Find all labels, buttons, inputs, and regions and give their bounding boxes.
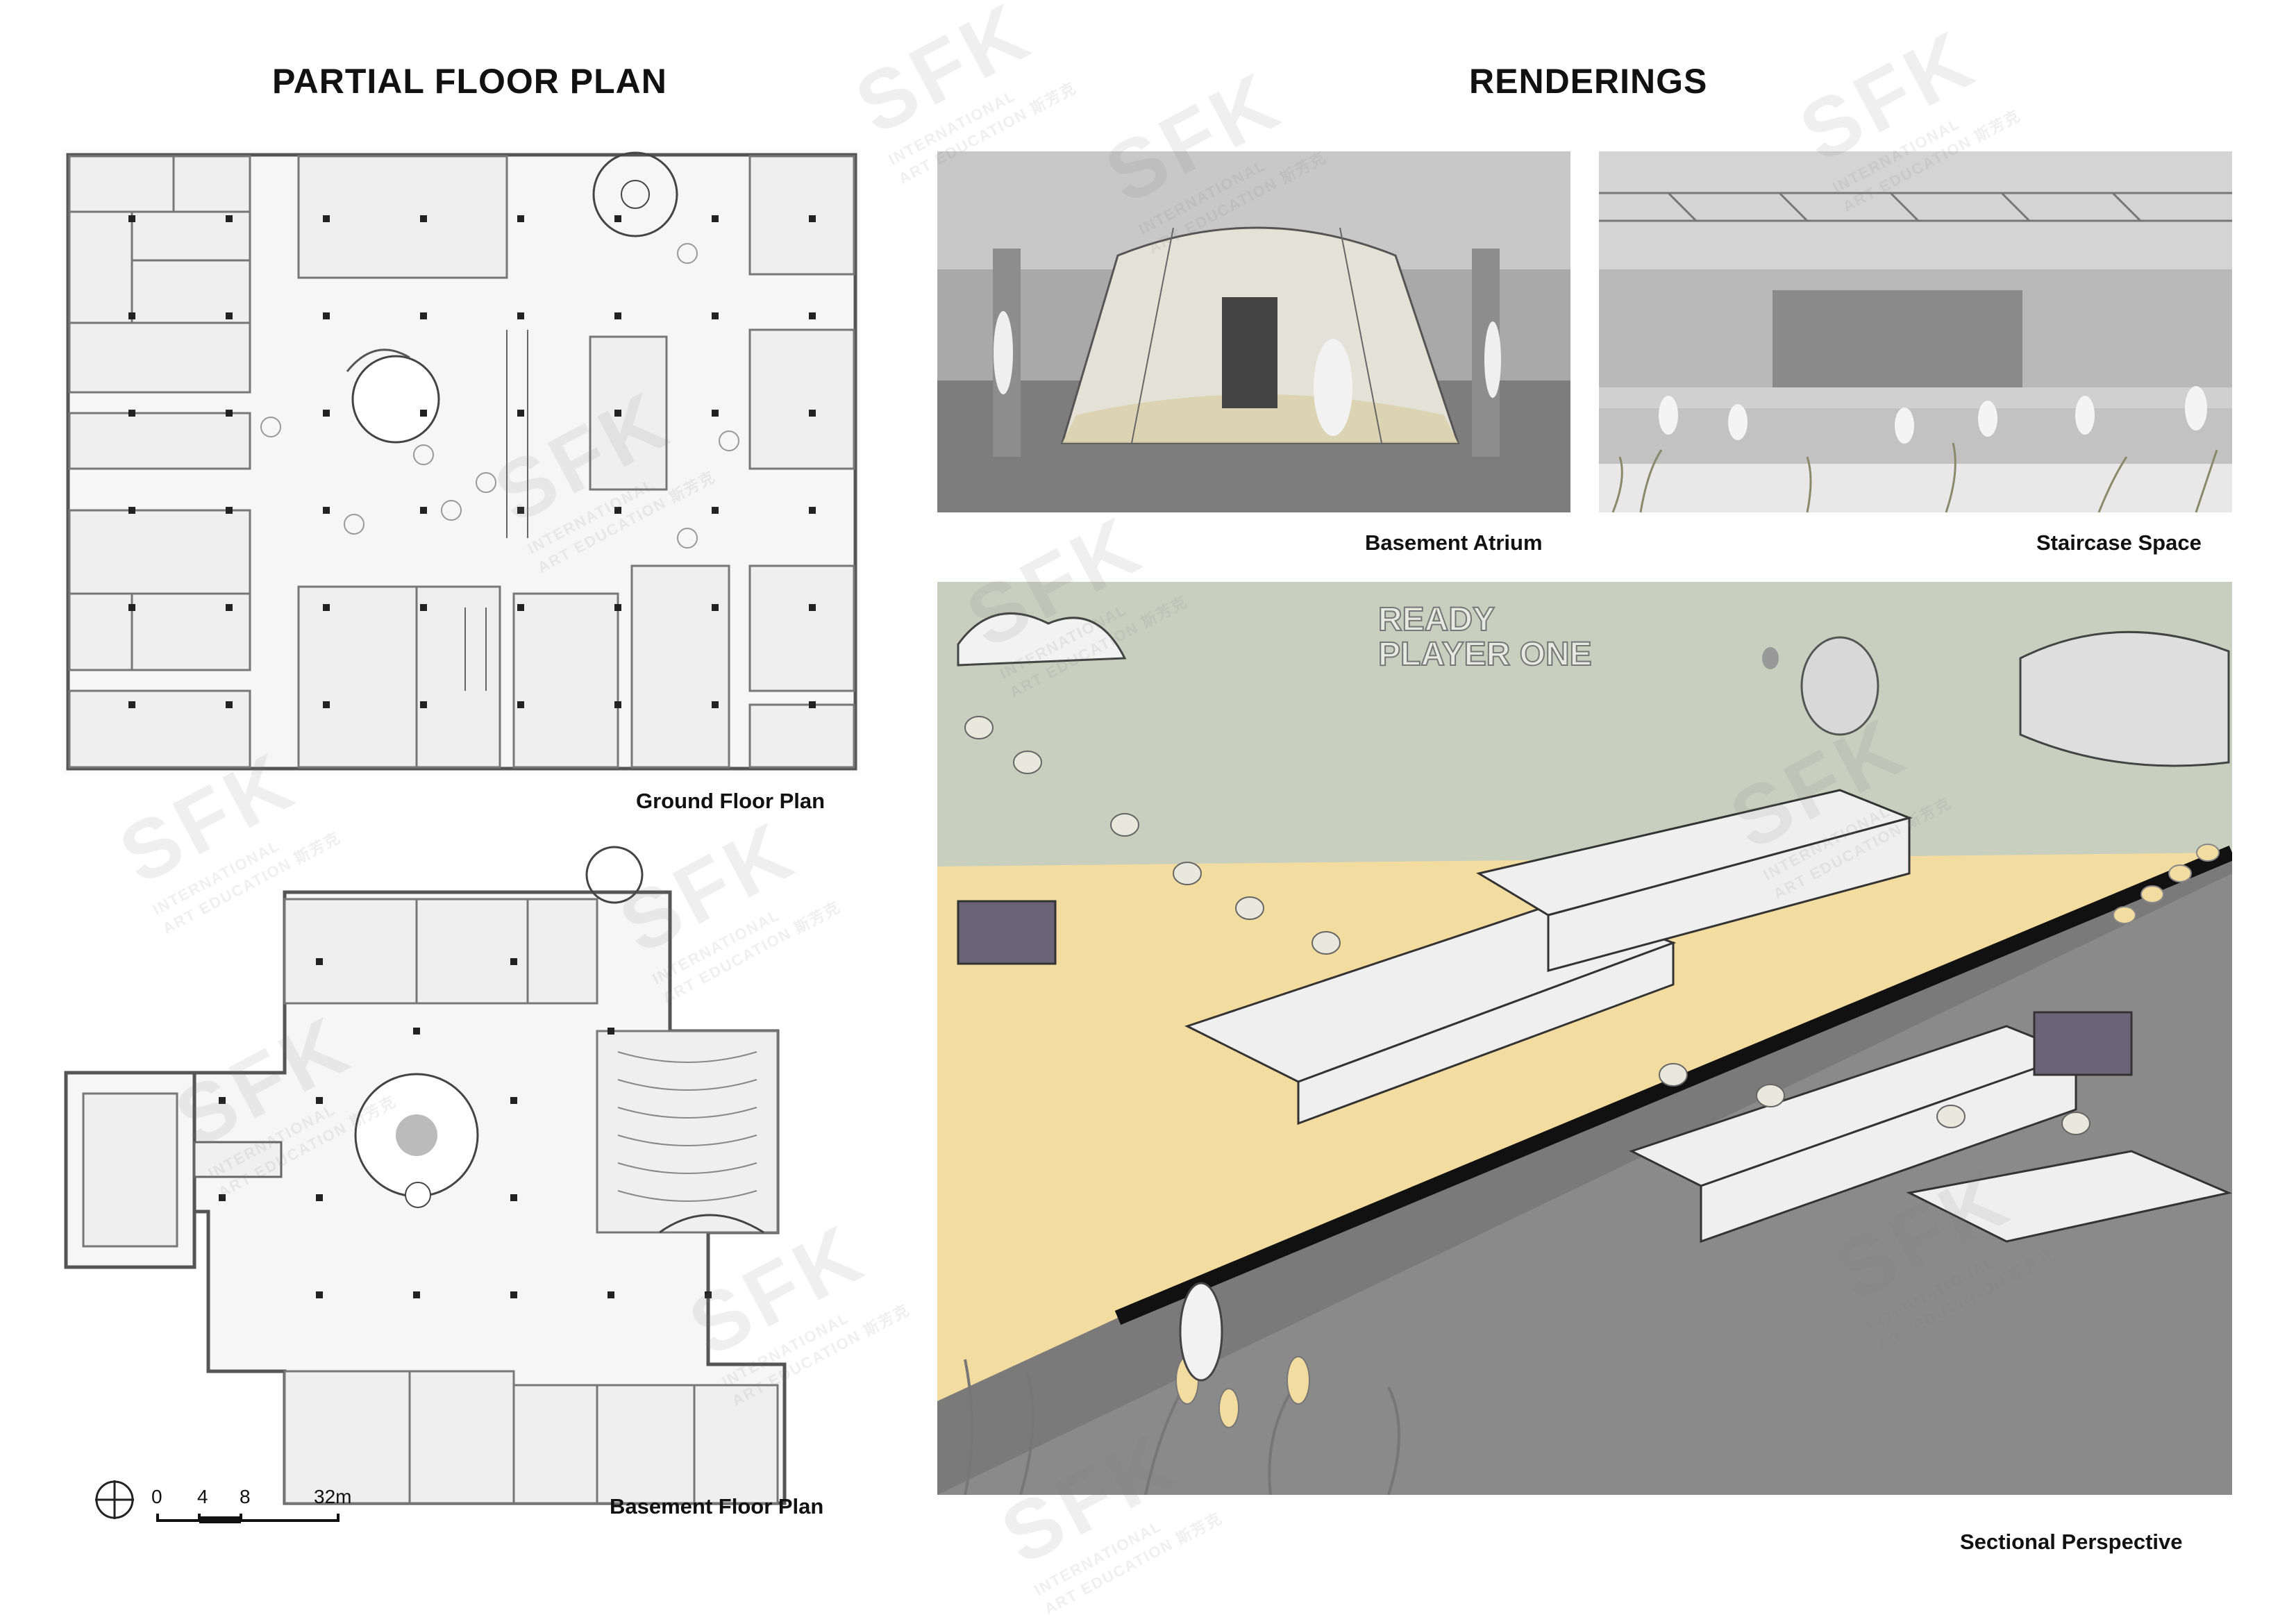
watermark-brand: SFK [841,0,1047,152]
scale-tick-4: 4 [197,1486,208,1507]
basement-atrium-illustration [937,151,1570,512]
staircase-space-render [1599,151,2232,512]
staircase-space-illustration [1599,151,2232,512]
ground-floor-plan [62,149,861,774]
scale-tick-0: 0 [151,1486,162,1507]
sectional-perspective-render: READY PLAYER ONE [937,582,2232,1495]
basement-floor-caption: Basement Floor Plan [610,1494,824,1518]
north-arrow-icon [94,1479,135,1521]
scale-bar [156,1508,340,1525]
scale-tick-32m: 32m [314,1486,352,1507]
ground-floor-plan-drawing [66,151,857,771]
basement-atrium-render [937,151,1570,512]
renderings-title: RENDERINGS [1469,62,1708,101]
staircase-space-caption: Staircase Space [2036,530,2202,555]
scale-tick-8: 8 [240,1486,251,1507]
ground-floor-caption: Ground Floor Plan [636,789,826,813]
floor-plan-title: PARTIAL FLOOR PLAN [272,62,667,101]
sectional-perspective-caption: Sectional Perspective [1960,1530,2183,1554]
ready-player-one-sign: READY PLAYER ONE [1377,601,1593,673]
basement-atrium-caption: Basement Atrium [1365,530,1543,555]
basement-floor-plan [62,844,861,1510]
basement-floor-plan-drawing [64,846,787,1505]
sectional-perspective-illustration [937,582,2232,1495]
